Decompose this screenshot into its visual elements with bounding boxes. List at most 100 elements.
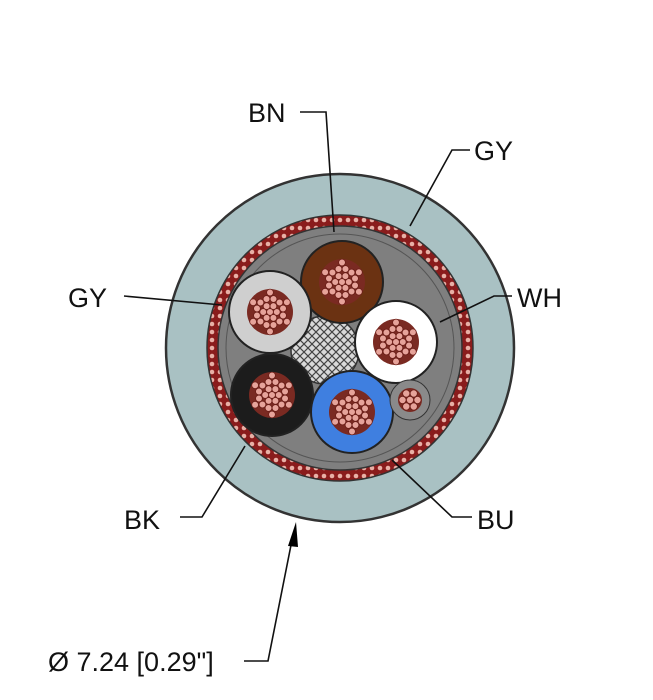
- copper-strand: [409, 347, 417, 356]
- copper-strand: [275, 317, 284, 326]
- copper-strand: [271, 404, 280, 412]
- copper-strand: [334, 291, 343, 299]
- copper-strand: [281, 394, 289, 403]
- copper-strand: [285, 381, 293, 390]
- arrow-up-icon: [288, 522, 298, 547]
- leader-jacket-gy: [409, 149, 470, 227]
- copper-strand: [251, 381, 259, 390]
- leader-bu: [391, 459, 472, 518]
- copper-strand: [269, 302, 278, 310]
- copper-strand: [331, 278, 340, 286]
- copper-strand: [264, 378, 273, 386]
- conductor-blue: [310, 370, 394, 454]
- copper-strand: [251, 400, 259, 409]
- copper-strand: [271, 397, 280, 405]
- copper-strand: [269, 321, 278, 329]
- copper-strand: [388, 332, 397, 340]
- copper-strand: [344, 402, 353, 410]
- copper-strand: [334, 265, 343, 273]
- copper-strand: [351, 402, 360, 410]
- copper-strand: [334, 272, 343, 280]
- copper-strand: [357, 398, 366, 407]
- copper-strand: [385, 338, 394, 346]
- copper-strand: [351, 281, 359, 290]
- copper-strand: [275, 298, 284, 307]
- copper-strand: [269, 295, 278, 303]
- leader-bn: [300, 111, 335, 233]
- label-bk: BK: [124, 505, 160, 535]
- drain-wire: [389, 379, 431, 421]
- copper-strand: [402, 402, 411, 411]
- copper-strand: [268, 371, 276, 380]
- copper-strand: [355, 287, 363, 296]
- copper-strand: [351, 421, 360, 429]
- copper-strand: [405, 395, 414, 404]
- copper-strand: [382, 347, 391, 356]
- copper-strand: [262, 321, 271, 329]
- copper-strand: [344, 395, 353, 403]
- copper-strand: [274, 391, 283, 399]
- label-wh: WH: [517, 283, 562, 313]
- copper-strand: [338, 297, 346, 306]
- copper-strand: [379, 334, 387, 343]
- copper-strand: [338, 417, 347, 426]
- copper-strand: [347, 287, 356, 296]
- copper-strand: [365, 417, 373, 426]
- copper-strand: [388, 351, 397, 359]
- copper-strand: [264, 404, 273, 412]
- copper-strand: [398, 395, 407, 404]
- copper-strand: [355, 268, 363, 277]
- leader-wh: [439, 295, 512, 323]
- copper-strand: [341, 265, 350, 273]
- copper-strand: [341, 284, 350, 292]
- copper-strand: [395, 325, 404, 333]
- copper-strand: [379, 341, 387, 350]
- copper-strand: [351, 395, 360, 403]
- conductor-white: [354, 300, 438, 384]
- copper-strand: [281, 387, 289, 396]
- copper-strand: [325, 274, 333, 283]
- copper-strand: [347, 268, 356, 277]
- copper-strand: [401, 347, 410, 356]
- copper-strand: [375, 328, 383, 337]
- copper-strand: [262, 295, 271, 303]
- copper-strand: [395, 351, 404, 359]
- copper-strand: [262, 302, 271, 310]
- copper-strand: [341, 291, 350, 299]
- copper-strand: [365, 398, 373, 407]
- copper-strand: [261, 391, 270, 399]
- copper-strand: [325, 281, 333, 290]
- copper-strand: [357, 417, 366, 426]
- copper-strand: [268, 410, 276, 419]
- copper-strand: [258, 400, 267, 409]
- copper-strand: [395, 344, 404, 352]
- copper-strand: [256, 298, 265, 307]
- copper-strand: [344, 278, 353, 286]
- copper-strand: [249, 317, 257, 326]
- copper-strand: [328, 287, 337, 296]
- copper-strand: [271, 378, 280, 386]
- copper-strand: [392, 357, 400, 366]
- copper-strand: [348, 388, 356, 397]
- copper-strand: [253, 304, 261, 313]
- copper-strand: [413, 395, 422, 404]
- copper-strand: [259, 308, 268, 316]
- copper-strand: [272, 308, 281, 316]
- copper-strand: [344, 421, 353, 429]
- copper-strand: [405, 334, 413, 343]
- copper-strand: [335, 411, 343, 420]
- copper-strand: [348, 427, 356, 436]
- copper-strand: [409, 402, 418, 411]
- copper-strand: [395, 332, 404, 340]
- conductor-gray: [228, 270, 312, 354]
- copper-strand: [331, 398, 339, 407]
- copper-strand: [388, 325, 397, 333]
- copper-strand: [409, 328, 417, 337]
- copper-strand: [277, 400, 286, 409]
- copper-strand: [341, 272, 350, 280]
- copper-strand: [283, 298, 291, 307]
- label-bn: BN: [248, 98, 286, 128]
- copper-strand: [277, 381, 286, 390]
- copper-strand: [392, 318, 400, 327]
